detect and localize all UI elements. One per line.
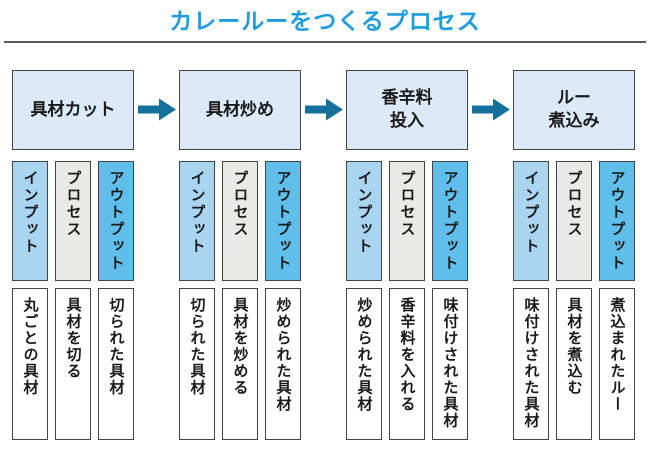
io-label-row: インプット プロセス アウトプット (513, 161, 635, 281)
io-detail-row: 丸ごとの具材 具材を切る 切られた具材 (12, 288, 134, 440)
stage-title: 香辛料 投入 (381, 88, 433, 130)
process-detail: 具材を切る (55, 288, 91, 440)
input-label: インプット (12, 161, 48, 281)
output-label: アウトプット (599, 161, 635, 281)
input-detail: 丸ごとの具材 (12, 288, 48, 440)
input-label: インプット (179, 161, 215, 281)
io-label-row: インプット プロセス アウトプット (12, 161, 134, 281)
stage-header: 香辛料 投入 (346, 70, 468, 150)
io-detail-row: 切られた具材 具材を炒める 炒められた具材 (179, 288, 301, 440)
output-label: アウトプット (98, 161, 134, 281)
stage-roux-simmer: ルー 煮込み インプット プロセス アウトプット 味付けされた具材 具材を煮込む… (513, 70, 635, 440)
io-detail-row: 炒められた具材 香辛料を入れる 味付けされた具材 (346, 288, 468, 440)
io-detail-row: 味付けされた具材 具材を煮込む 煮込まれたルー (513, 288, 635, 440)
flow-arrow (468, 98, 513, 121)
process-detail: 具材を炒める (222, 288, 258, 440)
stage-title: 具材カット (30, 99, 116, 119)
flow-arrow (134, 98, 179, 121)
stage-spice-add: 香辛料 投入 インプット プロセス アウトプット 炒められた具材 香辛料を入れる… (346, 70, 468, 440)
flow-arrow (301, 98, 346, 121)
right-arrow-icon (471, 98, 510, 121)
process-flow: 具材カット インプット プロセス アウトプット 丸ごとの具材 具材を切る 切られ… (0, 70, 650, 440)
output-detail: 煮込まれたルー (599, 288, 635, 440)
process-detail: 香辛料を入れる (389, 288, 425, 440)
output-label: アウトプット (265, 161, 301, 281)
stage-header: ルー 煮込み (513, 70, 635, 150)
title-divider (4, 41, 646, 43)
process-label: プロセス (222, 161, 258, 281)
process-detail: 具材を煮込む (556, 288, 592, 440)
output-detail: 味付けされた具材 (432, 288, 468, 440)
right-arrow-icon (137, 98, 176, 121)
stage-ingredient-stirfry: 具材炒め インプット プロセス アウトプット 切られた具材 具材を炒める 炒めら… (179, 70, 301, 440)
io-label-row: インプット プロセス アウトプット (346, 161, 468, 281)
io-label-row: インプット プロセス アウトプット (179, 161, 301, 281)
output-detail: 炒められた具材 (265, 288, 301, 440)
input-detail: 味付けされた具材 (513, 288, 549, 440)
stage-title: 具材炒め (206, 99, 274, 119)
output-label: アウトプット (432, 161, 468, 281)
right-arrow-icon (304, 98, 343, 121)
stage-header: 具材カット (12, 70, 134, 150)
stage-title: ルー 煮込み (548, 88, 600, 130)
process-label: プロセス (389, 161, 425, 281)
input-label: インプット (513, 161, 549, 281)
page-title: カレールーをつくるプロセス (169, 8, 481, 34)
process-label: プロセス (556, 161, 592, 281)
stage-ingredient-cut: 具材カット インプット プロセス アウトプット 丸ごとの具材 具材を切る 切られ… (12, 70, 134, 440)
process-label: プロセス (55, 161, 91, 281)
output-detail: 切られた具材 (98, 288, 134, 440)
stage-header: 具材炒め (179, 70, 301, 150)
input-detail: 炒められた具材 (346, 288, 382, 440)
input-label: インプット (346, 161, 382, 281)
input-detail: 切られた具材 (179, 288, 215, 440)
